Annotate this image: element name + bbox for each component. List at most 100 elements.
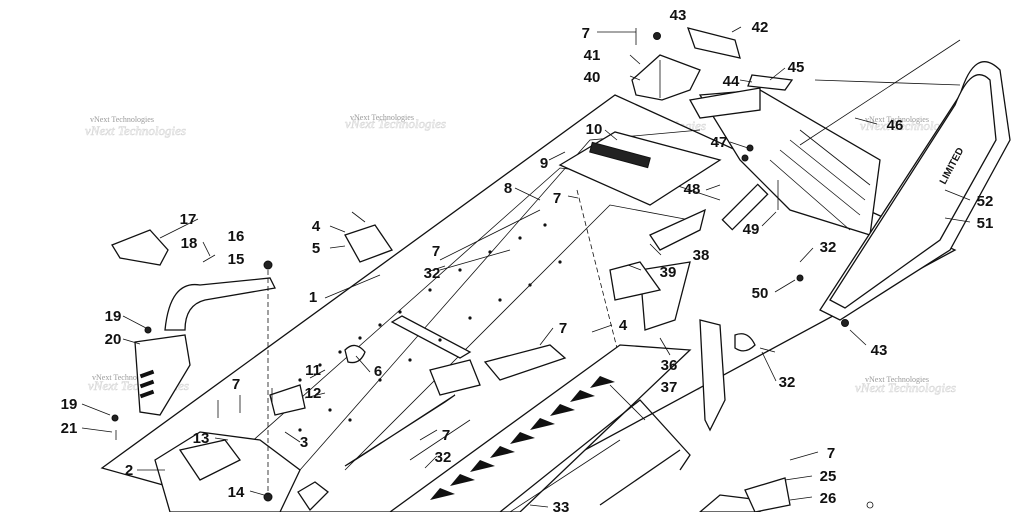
callout-7f: 7 xyxy=(827,445,835,462)
nut xyxy=(841,319,849,327)
callout-46: 46 xyxy=(887,117,904,134)
part-37-cable xyxy=(699,319,726,432)
running-board xyxy=(388,344,692,512)
tunnel-slot xyxy=(390,315,472,359)
watermark-text: vNext Technologies xyxy=(350,113,414,122)
part-38-strip xyxy=(649,208,706,251)
bumper-guide-line xyxy=(814,79,961,86)
tunnel-center-edge xyxy=(299,129,701,471)
callout-2: 2 xyxy=(125,462,133,479)
trim-bracket xyxy=(609,384,646,421)
callout-numbers: 7 43 42 41 40 45 44 46 47 48 49 10 9 8 7… xyxy=(61,7,994,512)
hitch-bracket xyxy=(631,54,701,101)
nut xyxy=(111,414,119,422)
side-rail-strip xyxy=(344,394,456,467)
nut xyxy=(263,492,273,502)
watermark-ghost: vNext Technologies xyxy=(85,123,186,138)
callout-19b: 19 xyxy=(61,396,78,413)
rear-bumper: LIMITED xyxy=(799,39,1011,321)
callout-32d: 32 xyxy=(435,449,452,466)
callout-9: 9 xyxy=(540,155,548,172)
center-bracket xyxy=(429,359,481,396)
callout-49: 49 xyxy=(743,221,760,238)
lower-rail xyxy=(599,449,681,506)
part-17-guard xyxy=(111,229,169,266)
nut xyxy=(263,260,273,270)
part-6-plug xyxy=(344,344,366,364)
callout-32b: 32 xyxy=(779,374,796,391)
fasteners xyxy=(111,144,874,509)
tunnel-inner-edge xyxy=(344,204,691,471)
running-board-panel xyxy=(388,344,692,512)
callout-20: 20 xyxy=(105,331,122,348)
callout-19: 19 xyxy=(105,308,122,325)
callout-25: 25 xyxy=(820,468,837,485)
callout-39: 39 xyxy=(660,264,677,281)
watermark-ghost: vNext Technologies xyxy=(855,380,956,395)
callout-33: 33 xyxy=(553,499,570,512)
callout-47: 47 xyxy=(711,134,728,151)
bolt xyxy=(351,211,366,223)
deck-badge xyxy=(589,141,651,169)
callout-16: 16 xyxy=(228,228,245,245)
part-37-connector xyxy=(734,333,756,352)
part-39-panel xyxy=(609,261,662,301)
washer xyxy=(866,501,874,509)
watermark-text: vNext Technologies xyxy=(92,373,156,382)
callout-15: 15 xyxy=(228,251,245,268)
callout-12: 12 xyxy=(305,385,322,402)
bolt xyxy=(202,254,216,263)
left-parts xyxy=(111,208,791,512)
center-strap xyxy=(483,344,567,381)
callout-7b: 7 xyxy=(553,190,561,207)
callout-36: 36 xyxy=(661,357,678,374)
callout-50: 50 xyxy=(752,285,769,302)
callout-42: 42 xyxy=(752,19,769,36)
callout-7: 7 xyxy=(582,25,590,42)
callout-4b: 4 xyxy=(619,317,628,334)
callout-52: 52 xyxy=(977,193,994,210)
flap-bracket xyxy=(688,87,761,119)
callout-26: 26 xyxy=(820,490,837,507)
flap-rod xyxy=(721,183,769,231)
watermark-ghost: vNext Technologies xyxy=(860,118,961,133)
tunnel-holes xyxy=(298,223,562,432)
callout-43: 43 xyxy=(670,7,687,24)
callout-38: 38 xyxy=(693,247,710,264)
side-trim xyxy=(499,399,691,512)
watermark-text: vNext Technologies xyxy=(865,115,929,124)
part-12-module xyxy=(269,384,306,416)
nut xyxy=(144,326,152,334)
callout-41: 41 xyxy=(584,47,601,64)
callout-32: 32 xyxy=(424,265,441,282)
part-20-slots xyxy=(139,369,155,399)
part-26-mount xyxy=(744,477,791,512)
callout-7g: 7 xyxy=(442,427,450,444)
rear-cap xyxy=(686,27,741,59)
flap-nut xyxy=(741,154,749,162)
callout-37: 37 xyxy=(661,379,678,396)
rear-flap-assembly xyxy=(688,74,881,236)
running-board-edge xyxy=(439,209,541,261)
callout-17: 17 xyxy=(180,211,197,228)
part-13-block xyxy=(178,439,241,481)
bolt xyxy=(759,347,776,353)
bumper-guide-line-2 xyxy=(799,39,961,146)
lower-clip xyxy=(297,481,329,512)
callout-51: 51 xyxy=(977,215,994,232)
callout-8: 8 xyxy=(504,180,512,197)
part-33-rod xyxy=(409,419,471,461)
callout-40: 40 xyxy=(584,69,601,86)
running-board-teeth xyxy=(430,376,615,500)
part-33-rod-2 xyxy=(509,439,621,512)
part-15-bar xyxy=(164,277,276,331)
callout-7e: 7 xyxy=(559,320,567,337)
watermark-ghost: vNext Technologies xyxy=(345,116,446,131)
bumper-inner xyxy=(829,74,997,309)
callout-3: 3 xyxy=(300,434,308,451)
dashed-guide xyxy=(576,189,621,361)
callout-5: 5 xyxy=(312,240,320,257)
callout-45: 45 xyxy=(788,59,805,76)
snow-flap-ribs xyxy=(769,129,871,231)
